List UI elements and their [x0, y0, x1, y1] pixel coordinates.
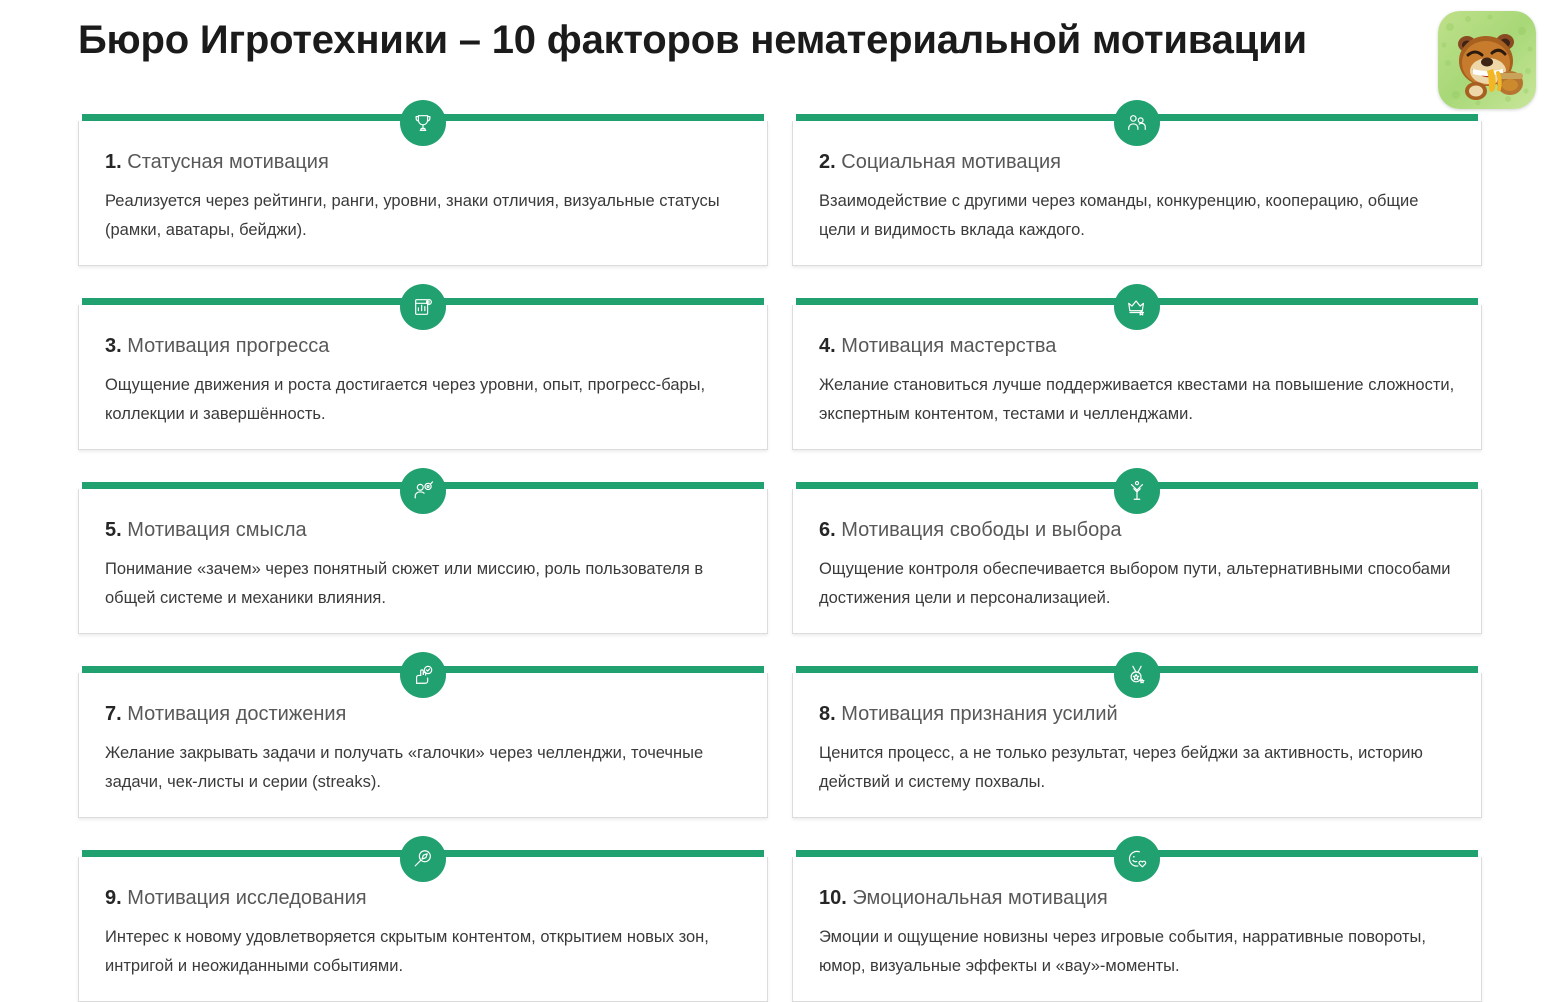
card-title-text: Мотивация признания усилий: [841, 703, 1118, 725]
card-title: 8. Мотивация признания усилий: [819, 701, 1455, 727]
face-heart-icon: [1114, 836, 1160, 882]
card-title: 6. Мотивация свободы и выбора: [819, 517, 1455, 543]
factor-card-8: 8. Мотивация признания усилий Ценится пр…: [792, 652, 1482, 818]
card-body: 7. Мотивация достижения Желание закрыват…: [78, 673, 768, 818]
card-description: Интерес к новому удовлетворяется скрытым…: [105, 928, 709, 975]
hand-checkmark-icon: [400, 652, 446, 698]
card-title: 9. Мотивация исследования: [105, 885, 741, 911]
factor-card-4: 4. Мотивация мастерства Желание становит…: [792, 284, 1482, 450]
card-title: 7. Мотивация достижения: [105, 701, 741, 727]
factor-card-5: 5. Мотивация смысла Понимание «зачем» че…: [78, 468, 768, 634]
card-number: 3.: [105, 335, 122, 357]
card-title: 2. Социальная мотивация: [819, 149, 1455, 175]
card-title-text: Социальная мотивация: [841, 151, 1061, 173]
card-title-text: Мотивация смысла: [127, 519, 307, 541]
card-description: Реализуется через рейтинги, ранги, уровн…: [105, 192, 720, 239]
card-description: Ценится процесс, а не только результат, …: [819, 744, 1423, 791]
crown-star-icon: [1114, 284, 1160, 330]
card-title-text: Эмоциональная мотивация: [852, 887, 1108, 909]
card-title: 3. Мотивация прогресса: [105, 333, 741, 359]
card-description: Взаимодействие с другими через команды, …: [819, 192, 1419, 239]
card-title-text: Мотивация свободы и выбора: [841, 519, 1122, 541]
card-title: 1. Статусная мотивация: [105, 149, 741, 175]
page-title: Бюро Игротехники – 10 факторов нематериа…: [78, 18, 1307, 62]
card-body: 6. Мотивация свободы и выбора Ощущение к…: [792, 489, 1482, 634]
medal-star-icon: [1114, 652, 1160, 698]
card-description: Ощущение движения и роста достигается че…: [105, 376, 706, 423]
card-body: 4. Мотивация мастерства Желание становит…: [792, 305, 1482, 450]
card-title-text: Статусная мотивация: [127, 151, 329, 173]
factor-card-2: 2. Социальная мотивация Взаимодействие с…: [792, 100, 1482, 266]
card-description: Понимание «зачем» через понятный сюжет и…: [105, 560, 704, 607]
factor-card-7: 7. Мотивация достижения Желание закрыват…: [78, 652, 768, 818]
card-title-text: Мотивация мастерства: [841, 335, 1057, 357]
card-description: Желание становиться лучше поддерживается…: [819, 376, 1455, 423]
card-number: 10.: [819, 887, 847, 909]
factor-card-3: 3. Мотивация прогресса Ощущение движения…: [78, 284, 768, 450]
people-group-icon: [1114, 100, 1160, 146]
factor-card-1: 1. Статусная мотивация Реализуется через…: [78, 100, 768, 266]
factors-grid: 1. Статусная мотивация Реализуется через…: [78, 100, 1482, 1002]
magnifier-explore-icon: [400, 836, 446, 882]
card-description: Ощущение контроля обеспечивается выбором…: [819, 560, 1451, 607]
card-body: 3. Мотивация прогресса Ощущение движения…: [78, 305, 768, 450]
page-header: Бюро Игротехники – 10 факторов нематериа…: [0, 0, 1560, 109]
card-number: 4.: [819, 335, 836, 357]
card-title: 4. Мотивация мастерства: [819, 333, 1455, 359]
trophy-icon: [400, 100, 446, 146]
card-description: Эмоции и ощущение новизны через игровые …: [819, 928, 1426, 975]
card-number: 7.: [105, 703, 122, 725]
factor-card-10: 10. Эмоциональная мотивация Эмоции и ощу…: [792, 836, 1482, 1002]
bear-honey-logo: [1438, 11, 1536, 109]
factor-card-6: 6. Мотивация свободы и выбора Ощущение к…: [792, 468, 1482, 634]
card-number: 6.: [819, 519, 836, 541]
card-title: 10. Эмоциональная мотивация: [819, 885, 1455, 911]
branching-path-icon: [1114, 468, 1160, 514]
card-description: Желание закрывать задачи и получать «гал…: [105, 744, 704, 791]
card-title-text: Мотивация достижения: [127, 703, 347, 725]
factor-card-9: 9. Мотивация исследования Интерес к ново…: [78, 836, 768, 1002]
person-target-icon: [400, 468, 446, 514]
card-number: 8.: [819, 703, 836, 725]
card-body: 2. Социальная мотивация Взаимодействие с…: [792, 121, 1482, 266]
bar-chart-progress-icon: [400, 284, 446, 330]
card-number: 1.: [105, 151, 122, 173]
card-number: 2.: [819, 151, 836, 173]
card-title-text: Мотивация прогресса: [127, 335, 330, 357]
card-title-text: Мотивация исследования: [127, 887, 367, 909]
card-title: 5. Мотивация смысла: [105, 517, 741, 543]
card-number: 9.: [105, 887, 122, 909]
card-number: 5.: [105, 519, 122, 541]
